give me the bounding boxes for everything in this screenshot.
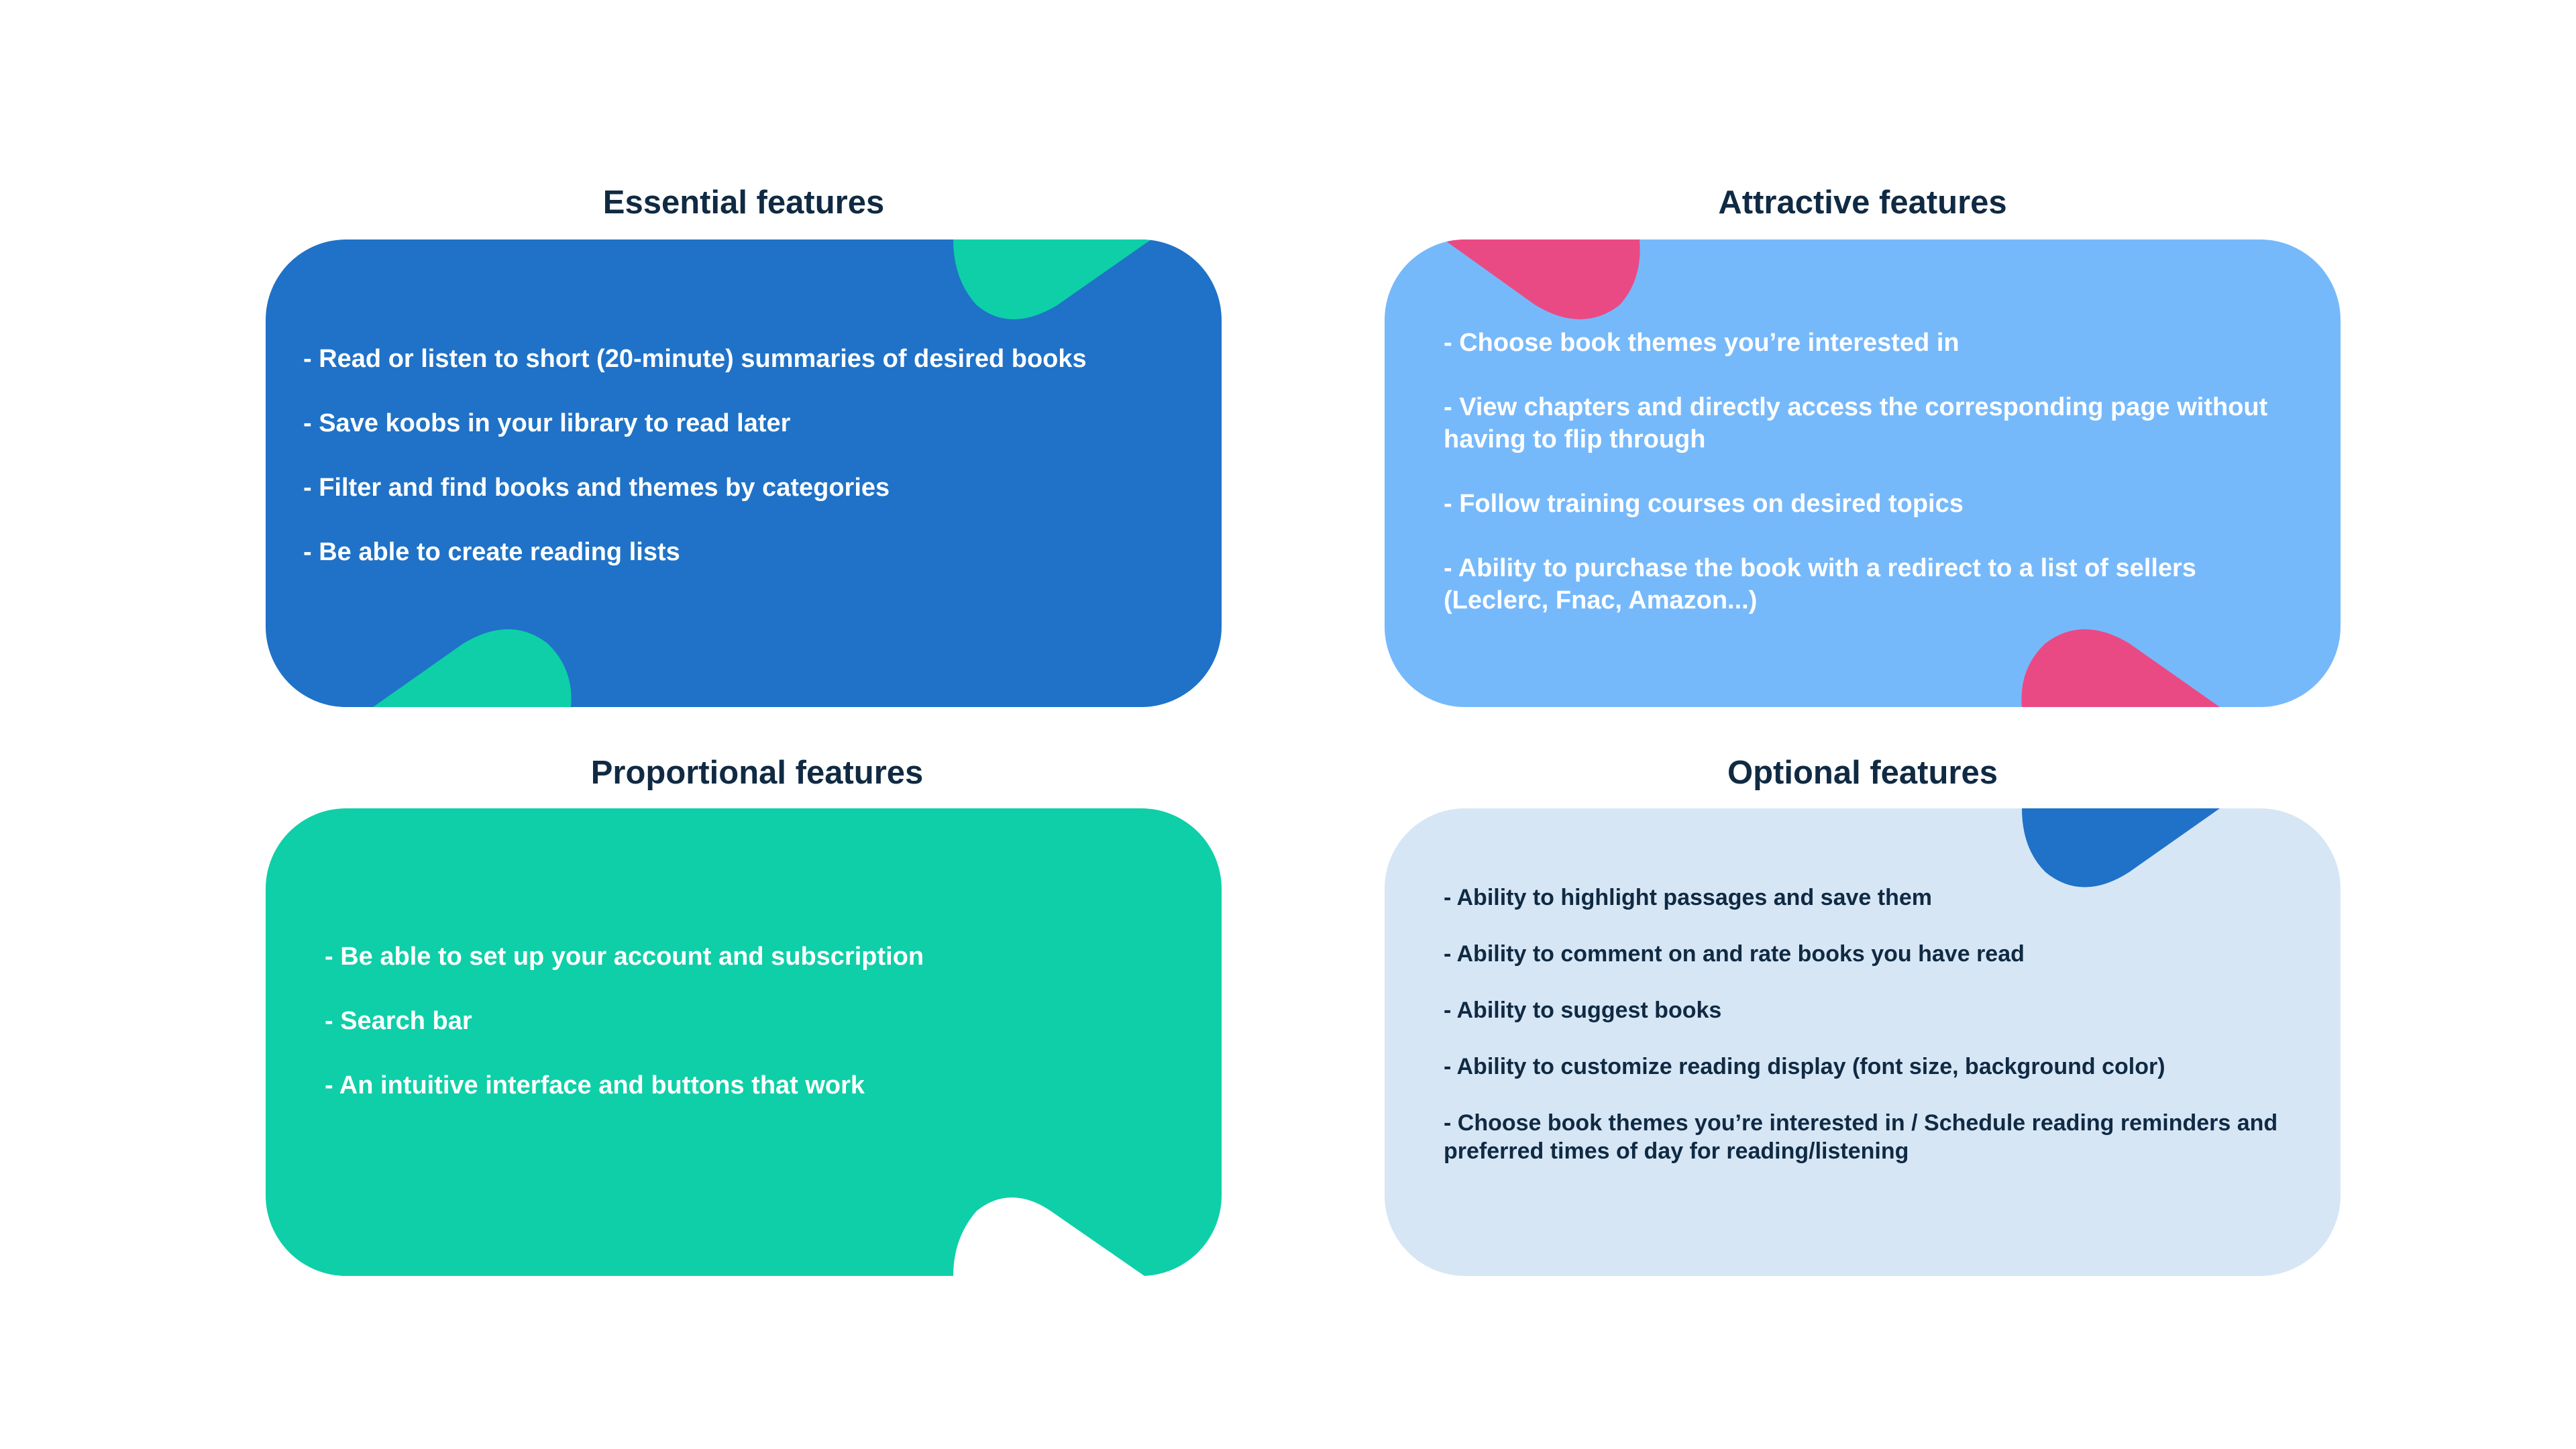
essential-card-decoration [373,239,1151,707]
optional-features-card: - Ability to highlight passages and save… [1385,808,2341,1276]
proportional-features-card: - Be able to set up your account and sub… [266,808,1222,1276]
list-item: - Follow training courses on desired top… [1444,490,1964,518]
optional-card-decoration [2022,808,2220,888]
essential-features-title: Essential features [602,184,885,221]
list-item: - Ability to purchase the book with a re… [1444,554,2196,614]
list-item: - Ability to highlight passages and save… [1444,885,1932,910]
essential-features-card: - Read or listen to short (20-minute) su… [266,239,1222,707]
list-item: - Choose book themes you’re interested i… [1444,329,1960,357]
optional-features-list: - Ability to highlight passages and save… [1444,883,2296,1193]
attractive-features-title: Attractive features [1718,184,2007,221]
list-item: - View chapters and directly access the … [1444,393,2268,453]
list-item: - Save koobs in your library to read lat… [303,409,791,437]
optional-features-title: Optional features [1727,755,1998,791]
proportional-features-title: Proportional features [590,755,924,791]
green-blob-bottom-left-decoration [373,629,572,707]
list-item: - An intuitive interface and buttons tha… [325,1071,865,1099]
list-item: - Be able to set up your account and sub… [325,943,924,971]
pink-blob-bottom-right-decoration [2021,629,2220,707]
attractive-card-decoration [1444,239,2220,707]
list-item: - Filter and find books and themes by ca… [303,474,890,502]
pink-blob-top-left-decoration [1444,239,1640,319]
list-item: - Search bar [325,1007,472,1035]
attractive-features-card: - Choose book themes you’re interested i… [1385,239,2341,707]
green-blob-top-right-decoration [953,239,1151,319]
list-item: - Ability to suggest books [1444,998,1722,1023]
proportional-features-list: - Be able to set up your account and sub… [325,941,1177,1134]
proportional-card-decoration [953,1197,1144,1276]
white-notch-bottom-right-decoration [953,1197,1144,1276]
blue-blob-top-right-decoration [2022,808,2220,888]
list-item: - Read or listen to short (20-minute) su… [303,345,1087,373]
list-item: - Ability to comment on and rate books y… [1444,941,2025,967]
list-item: - Be able to create reading lists [303,538,680,566]
attractive-features-list: - Choose book themes you’re interested i… [1444,327,2296,649]
essential-features-list: - Read or listen to short (20-minute) su… [303,343,1175,600]
list-item: - Choose book themes you’re interested i… [1444,1110,2278,1164]
list-item: - Ability to customize reading display (… [1444,1054,2165,1079]
